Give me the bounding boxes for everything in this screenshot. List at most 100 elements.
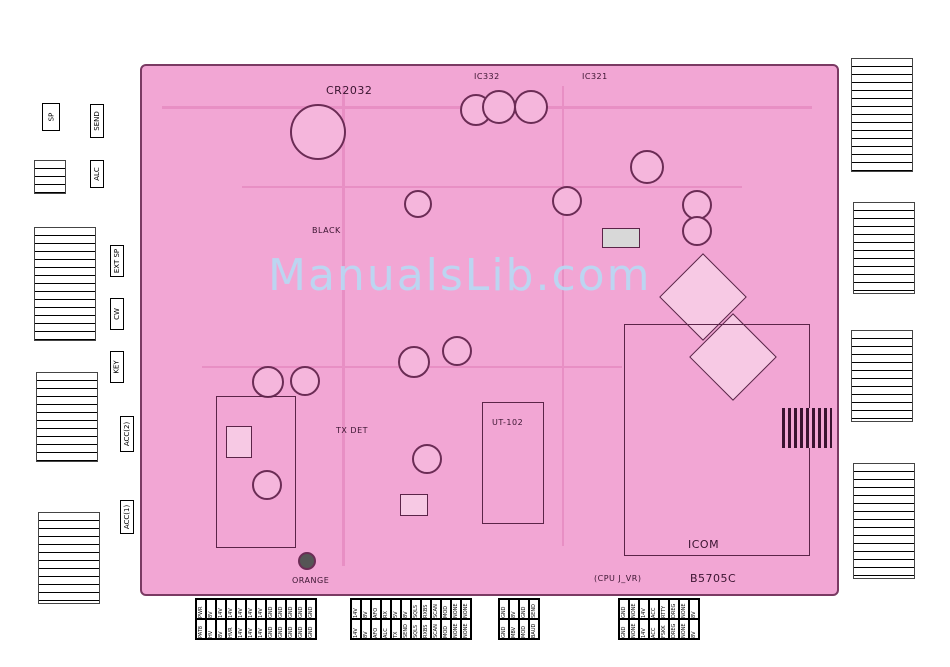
pin-label: 14V [246,599,256,619]
pin-label: 14V [246,619,256,639]
acc2-label: ACC(2) [120,416,134,452]
pin-label: 8V [216,619,226,639]
send-label: SEND [90,104,104,138]
ic321-label: IC321 [582,72,608,81]
pin-label: 8V [361,599,371,619]
pin-label: 14V [256,619,266,639]
pin-label: BAUD [529,619,539,639]
pin-label: GND [276,599,286,619]
pin-label: FSKK [659,619,669,639]
pin-label: PAT8 [196,619,206,639]
pin-label: 8V [509,599,519,619]
table-right-1 [851,58,913,172]
pin-label: ACC [649,619,659,639]
pin-label: 14V [236,619,246,639]
send-text: SEND [93,111,101,131]
pin-label: MOD [519,619,529,639]
capacitor [514,90,548,124]
trace [242,186,742,188]
cw-label: CW [110,298,124,330]
acc1-label: ACC(1) [120,500,134,534]
icom-label: ICOM [688,538,720,551]
tx-detect-label: TX DET [336,426,369,435]
pin-label: NONE [629,619,639,639]
ut102-label: UT-102 [492,418,524,427]
pin-label: GND [519,599,529,619]
watermark: ManualsLib.com [268,250,652,301]
cw-text: CW [113,308,121,320]
pin-label: RX [381,599,391,619]
pin-label: 8V [361,619,371,639]
pin-label: SQLS [411,619,421,639]
pin-label: 14V [351,599,361,619]
black-label: BLACK [312,226,341,235]
pin-label: GND [619,599,629,619]
pin-label: GND [296,599,306,619]
pin-label: AFO [371,599,381,619]
table-left-1 [34,160,66,194]
pin-label: DREG [669,619,679,639]
pin-label: DREG [669,599,679,619]
orange-wire [298,552,316,570]
pin-label: SEND [401,619,411,639]
extsp-label: EXT SP [110,245,124,277]
ic [400,494,428,516]
pin-label: 5V [391,599,401,619]
pin-label: 14V [216,599,226,619]
pin-label: RXBS [421,599,431,619]
ic332-label: IC332 [474,72,500,81]
capacitor [552,186,582,216]
trace [342,86,345,566]
pin-label: MOD [441,599,451,619]
pin-label: HV [206,619,216,639]
battery-cr2032 [290,104,346,160]
capacitor [252,366,284,398]
pin-label: GND [266,599,276,619]
pin-label: RXBS [421,619,431,639]
pin-label: GND [296,619,306,639]
capacitor [682,216,712,246]
trace [562,86,564,546]
connector-block [782,408,832,448]
sp-label: SP [42,103,60,131]
pin-label: 14V [256,599,266,619]
capacitor [442,336,472,366]
alc-label: ALC [90,160,104,188]
table-left-3 [36,372,98,462]
table-right-4 [853,463,915,579]
pin-label: NONE [629,599,639,619]
pin-label: MBV [509,619,519,639]
extsp-text: EXT SP [113,248,122,274]
b5705c-label: B5705C [690,572,737,585]
pin-label: AFO [371,619,381,639]
capacitor [482,90,516,124]
table-right-2 [853,202,915,294]
pin-label: 14V [236,599,246,619]
relay-section [216,396,296,548]
key-text: KEY [113,360,122,374]
pin-label: 14V [639,599,649,619]
table-left-4 [38,512,100,604]
pin-label: 14V [639,619,649,639]
capacitor [630,150,664,184]
pin-label: 14V [226,599,236,619]
pin-label: GND [266,619,276,639]
capacitor [290,366,320,396]
pin-label: 8V [206,599,216,619]
pin-label: NONE [461,619,471,639]
pin-label: SQLS [411,599,421,619]
pin-label: MOD [441,619,451,639]
acc2-text: ACC(2) [123,421,132,447]
cpu-label: (CPU J_VR) [594,574,642,583]
acc1-text: ACC(1) [123,504,132,530]
pin-label: NONE [451,599,461,619]
module-ut102 [482,402,544,524]
pin-label: GND [499,619,509,639]
pin-label: NONE [451,619,461,639]
orange-label: ORANGE [292,576,330,585]
pin-label: GND [276,619,286,639]
pcb-board: CR2032 IC332 IC321 UT-102 ICOM B5705C OR… [140,64,839,596]
pin-label: ACC [649,599,659,619]
